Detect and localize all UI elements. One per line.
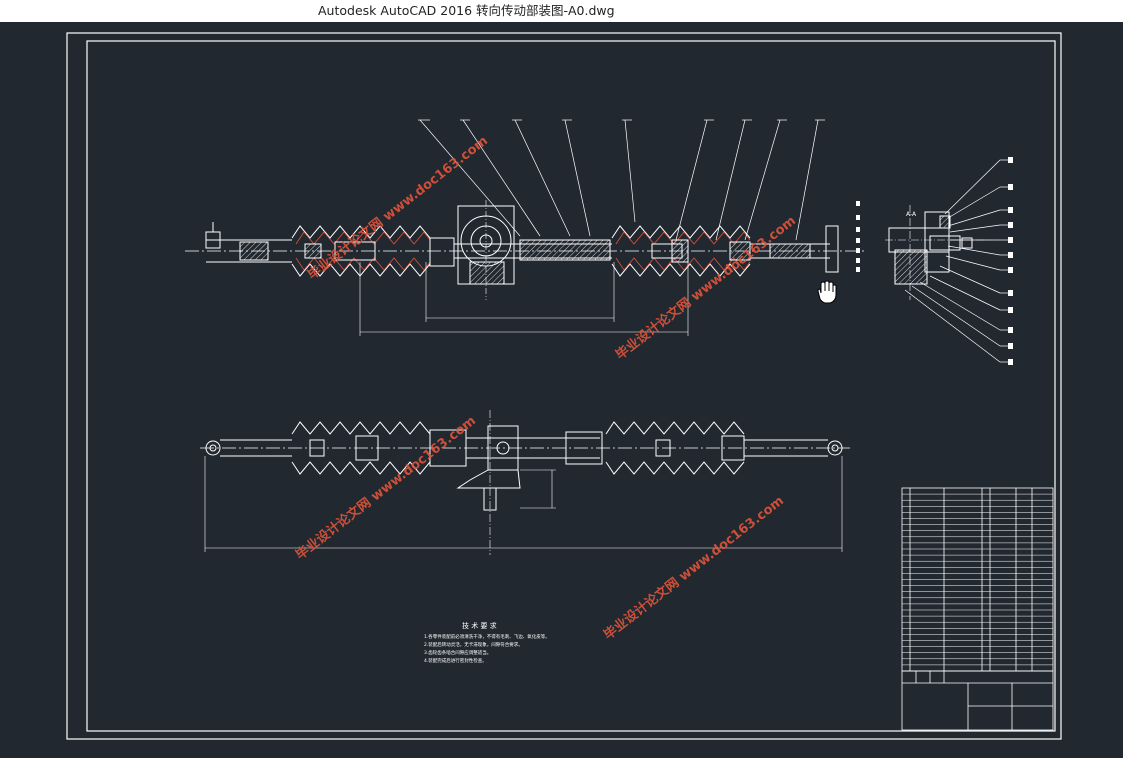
tech-req-line-2: 2.装配后转动灵活，无卡滞现象，间隙符合要求。 bbox=[424, 641, 523, 648]
document-title: 转向传动部装图-A0.dwg bbox=[476, 3, 615, 18]
drawing-canvas[interactable]: A-A bbox=[0, 22, 1123, 754]
section-label: A-A bbox=[906, 211, 917, 218]
front-view-assembly[interactable] bbox=[185, 200, 865, 336]
sheet-inner-border bbox=[86, 40, 1056, 732]
tech-req-line-4: 4.装配完成后进行密封性检查。 bbox=[424, 657, 487, 664]
tech-req-line-1: 1.各零件装配前必须清洗干净，不得有毛刺、飞边、氧化皮等。 bbox=[424, 633, 550, 640]
title-block[interactable] bbox=[901, 487, 1054, 731]
watermark-3: 毕业设计论文网 www.doc163.com bbox=[293, 413, 479, 563]
pan-hand-cursor-icon bbox=[817, 280, 837, 304]
plan-view-assembly[interactable] bbox=[200, 410, 850, 555]
app-title: Autodesk AutoCAD 2016 bbox=[318, 3, 473, 18]
front-view-balloons-right bbox=[856, 201, 860, 272]
tech-req-title: 技 术 要 求 bbox=[462, 621, 497, 630]
watermark-2: 毕业设计论文网 www.doc163.com bbox=[613, 213, 799, 363]
sheet-outer-border bbox=[66, 32, 1062, 740]
watermarks: 毕业设计论文网 www.doc163.com 毕业设计论文网 www.doc16… bbox=[293, 133, 799, 643]
technical-requirements: 技 术 要 求 1.各零件装配前必须清洗干净，不得有毛刺、飞边、氧化皮等。 2.… bbox=[424, 621, 550, 664]
window-titlebar: Autodesk AutoCAD 2016 转向传动部装图-A0.dwg bbox=[0, 0, 1123, 22]
section-balloons bbox=[1008, 157, 1013, 365]
section-aa-view[interactable] bbox=[885, 205, 990, 300]
watermark-1: 毕业设计论文网 www.doc163.com bbox=[305, 133, 491, 283]
tech-req-line-3: 3.齿轮齿条啮合间隙应调整适当。 bbox=[424, 649, 491, 656]
watermark-4: 毕业设计论文网 www.doc163.com bbox=[601, 493, 787, 643]
front-view-leaders bbox=[418, 119, 825, 241]
